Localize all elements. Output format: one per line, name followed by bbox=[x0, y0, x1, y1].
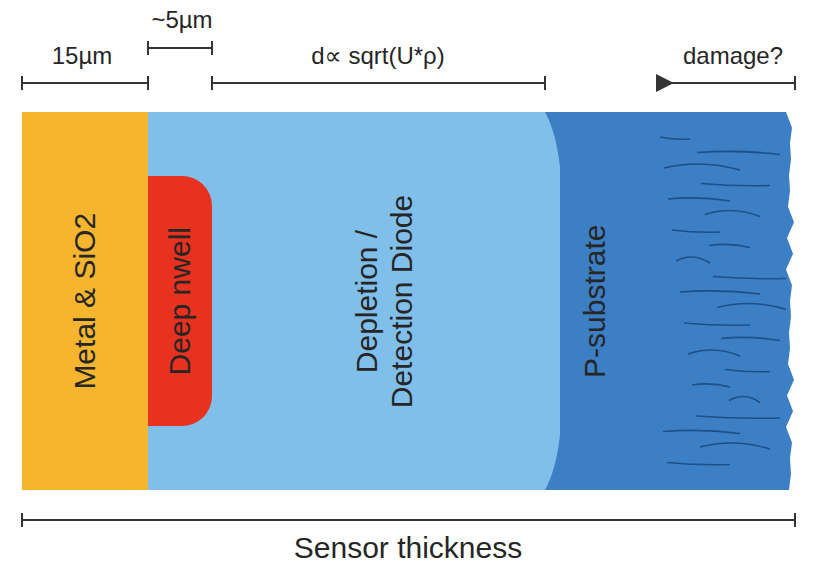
damage-crack bbox=[676, 257, 710, 263]
damage-crack bbox=[729, 396, 760, 402]
damage-crack bbox=[696, 416, 780, 418]
substrate-region-fill bbox=[540, 112, 794, 490]
damage-crack bbox=[668, 198, 730, 201]
damage-crack bbox=[684, 323, 750, 325]
dimension-line bbox=[148, 41, 212, 55]
axis-label: Sensor thickness bbox=[294, 530, 522, 566]
metal-layer: Metal & SiO2 bbox=[22, 112, 148, 490]
damage-crack bbox=[680, 291, 760, 294]
arrow-line bbox=[672, 82, 795, 84]
dimension-label: damage? bbox=[683, 42, 783, 71]
damage-crack bbox=[709, 244, 750, 247]
dimension-label: d∝ sqrt(U*ρ) bbox=[311, 42, 444, 71]
damage-crack bbox=[663, 430, 740, 433]
damage-crack bbox=[705, 210, 760, 216]
damage-crack bbox=[701, 184, 770, 186]
damage-crack bbox=[697, 151, 780, 154]
damage-crack bbox=[692, 384, 730, 387]
dimension-line bbox=[22, 513, 795, 527]
dimension-label: 15µm bbox=[52, 42, 113, 71]
region-label: Metal & SiO2 bbox=[68, 212, 103, 389]
substrate-region: P-substrate bbox=[540, 112, 796, 490]
damage-crack bbox=[667, 463, 730, 465]
damage-crack bbox=[721, 337, 780, 340]
dimension-line bbox=[212, 76, 545, 90]
nwell-region-fill bbox=[148, 176, 212, 426]
damage-crack bbox=[725, 370, 770, 372]
metal-layer-fill bbox=[22, 112, 148, 490]
damage-crack bbox=[688, 350, 740, 356]
region-label: Deep nwell bbox=[163, 227, 198, 375]
depletion-region-fill bbox=[148, 112, 560, 490]
damage-crack bbox=[700, 443, 770, 449]
nwell-region: Deep nwell bbox=[148, 176, 212, 426]
region-label: P-substrate bbox=[578, 224, 613, 377]
dimension-tick bbox=[794, 76, 796, 90]
damage-crack bbox=[717, 303, 786, 309]
damage-crack bbox=[660, 137, 690, 139]
damage-crack bbox=[672, 230, 720, 232]
damage-crack bbox=[713, 277, 786, 279]
region-label: Depletion / Detection Diode bbox=[350, 176, 419, 426]
dimension-line bbox=[22, 76, 148, 90]
damage-crack bbox=[664, 164, 740, 170]
dimension-label: ~5µm bbox=[151, 6, 212, 35]
